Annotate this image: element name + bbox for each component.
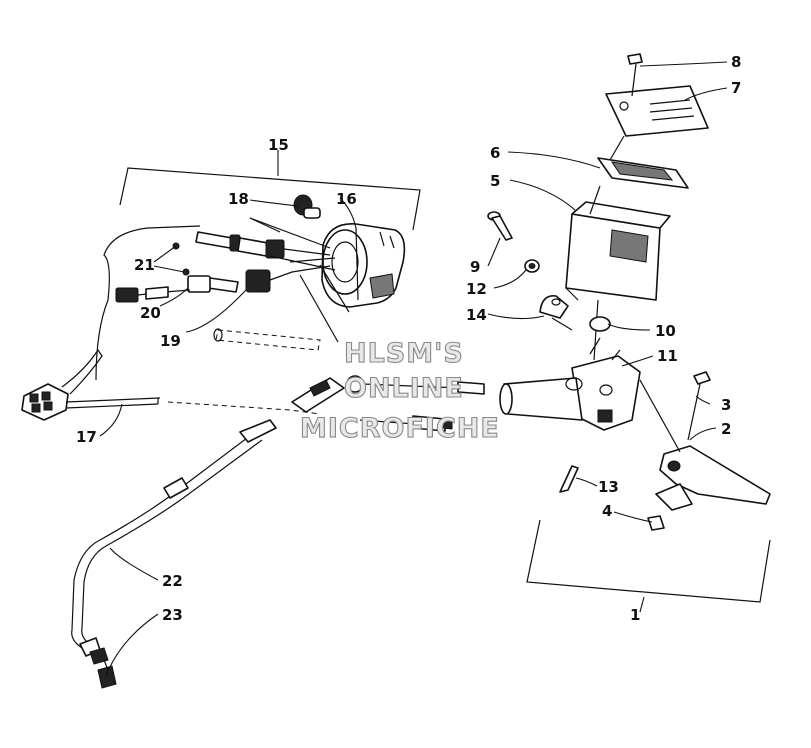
hose-fitting-lower (359, 415, 453, 432)
callout-13: 13 (598, 478, 619, 496)
callout-14: 14 (466, 306, 487, 324)
callout-11: 11 (657, 347, 678, 365)
leader-lines (99, 61, 728, 677)
wiring-harness (21, 225, 321, 421)
bulb-socket-lower (207, 265, 331, 293)
switch-housing (321, 223, 406, 308)
handlebar-clamp (539, 295, 573, 331)
callout-9: 9 (470, 258, 480, 276)
exploded-axis-mid (589, 185, 601, 215)
callout-16: 16 (336, 190, 357, 208)
callout-6: 6 (490, 144, 500, 162)
callout-10: 10 (655, 322, 676, 340)
callout-22: 22 (162, 572, 183, 590)
reservoir (565, 201, 671, 301)
callout-18: 18 (228, 190, 249, 208)
pivot-nut (647, 515, 665, 531)
callout-15: 15 (268, 136, 289, 154)
callout-19: 19 (160, 332, 181, 350)
callout-12: 12 (466, 280, 487, 298)
callout-5: 5 (490, 172, 500, 190)
callout-17: 17 (76, 428, 97, 446)
reservoir-cap (605, 85, 709, 137)
callout-1: 1 (630, 606, 640, 624)
clamp-screw (487, 211, 513, 241)
pivot-bolt (687, 371, 711, 441)
callout-7: 7 (731, 79, 741, 97)
o-ring-seal (589, 316, 611, 332)
exploded-axis-upper (609, 135, 625, 161)
callout-2: 2 (721, 420, 731, 438)
watermark-line-1: HLSM'S (344, 338, 464, 369)
watermark-line-3: MICROFICHE (300, 413, 500, 444)
cap-screw (627, 53, 643, 97)
callout-20: 20 (140, 304, 161, 322)
bulb-socket-upper (195, 231, 331, 259)
watermark-line-2: ONLINE (344, 373, 464, 404)
group-bracket-1 (526, 519, 771, 613)
wire-sleeve (213, 328, 321, 351)
callout-23: 23 (162, 606, 183, 624)
watermark: HLSM'S ONLINE MICROFICHE (299, 337, 500, 444)
hose-fitting-upper (291, 375, 485, 413)
exploded-axis-lever (639, 379, 681, 453)
group-bracket-15 (119, 150, 421, 231)
assembly-leaders (249, 217, 350, 343)
callout-3: 3 (721, 396, 731, 414)
callout-4: 4 (602, 502, 612, 520)
master-cylinder-body (499, 337, 641, 431)
callout-21: 21 (134, 256, 155, 274)
small-bulbs (172, 242, 211, 293)
wire-connector-20 (115, 286, 191, 303)
brake-hose (71, 419, 277, 689)
washer (524, 259, 540, 273)
diaphragm (597, 157, 689, 189)
callout-8: 8 (731, 53, 741, 71)
brake-lever (655, 445, 771, 511)
mount-screw (559, 465, 579, 493)
